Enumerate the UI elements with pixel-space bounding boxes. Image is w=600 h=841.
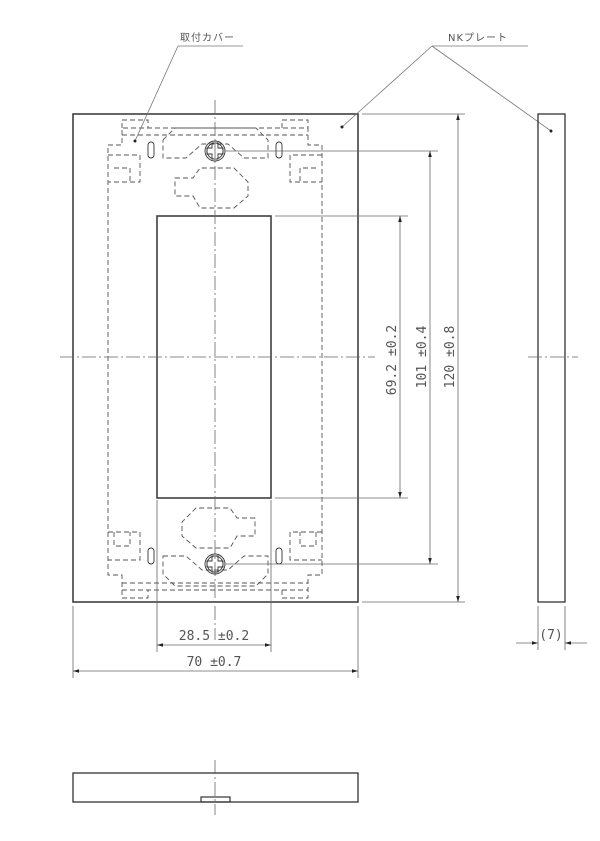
mount-cover-hidden-lines bbox=[107, 119, 323, 599]
dimension-lines bbox=[72, 113, 465, 678]
dim-opening-height: 69.2 ±0.2 bbox=[385, 325, 400, 395]
dim-thickness: (7) bbox=[539, 628, 562, 643]
mount-cover-callout: 取付カバー bbox=[133, 31, 243, 143]
dim-screw-pitch: 101 ±0.4 bbox=[415, 326, 430, 389]
nk-plate-label: NKプレート bbox=[448, 32, 508, 44]
dim-overall-width: 70 ±0.7 bbox=[187, 655, 242, 670]
mount-cover-label: 取付カバー bbox=[180, 31, 235, 44]
dim-opening-width: 28.5 ±0.2 bbox=[179, 629, 249, 644]
plate-outline bbox=[72, 113, 359, 603]
bottom-view bbox=[72, 760, 359, 815]
side-view: (7) bbox=[516, 113, 587, 650]
front-view bbox=[60, 100, 375, 640]
dim-overall-height: 120 ±0.8 bbox=[443, 326, 458, 389]
nk-plate-callout: NKプレート bbox=[340, 32, 553, 133]
